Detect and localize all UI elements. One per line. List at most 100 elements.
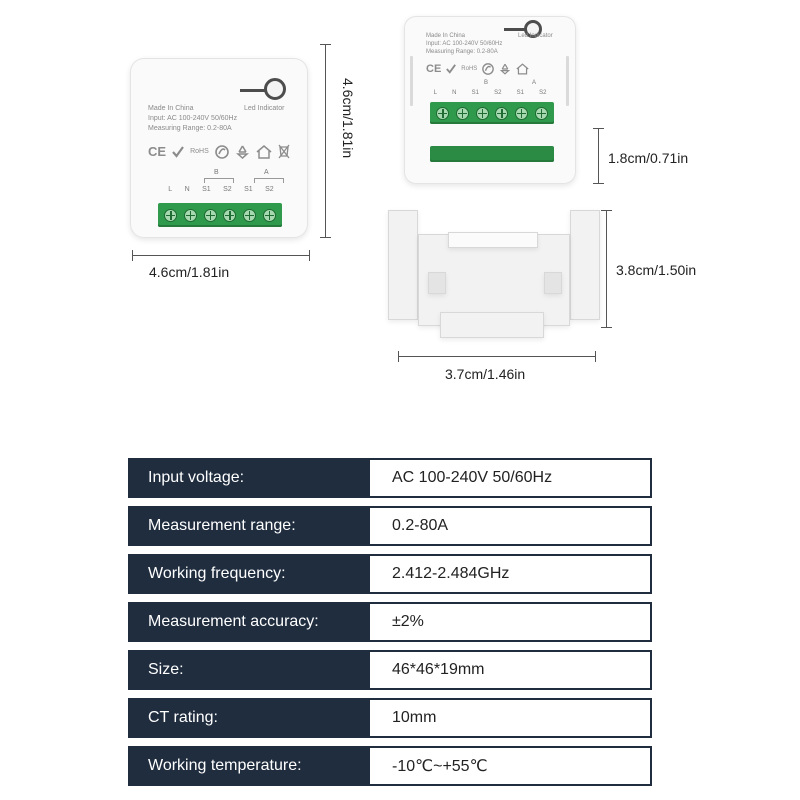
group-a-label: A [532, 80, 537, 86]
spec-value: -10℃~+55℃ [368, 746, 652, 786]
terminal-label-l: L [168, 186, 173, 193]
terminal-label-a-s2: S2 [539, 90, 547, 96]
terminal-labels: L N S1 S2 S1 S2 [162, 186, 280, 193]
clip-width-label: 3.7cm/1.46in [445, 366, 526, 382]
terminal-label-n: N [452, 90, 457, 96]
spec-row-measurement-accuracy: Measurement accuracy: ±2% [128, 602, 652, 642]
spec-row-working-frequency: Working frequency: 2.412-2.484GHz [128, 554, 652, 594]
clip-bottom-foot [440, 312, 544, 338]
terminal-screw [262, 208, 276, 222]
made-in-text: Made In China [426, 33, 466, 39]
weee-bin-icon [278, 144, 290, 159]
spec-label: Working temperature: [128, 746, 368, 786]
cert-icons: CE RoHS [148, 144, 290, 159]
terminal-labels: L N S1 S2 S1 S2 [426, 90, 554, 96]
rohs-mark: RoHS [461, 66, 478, 72]
clip-height-dimension-line [601, 210, 612, 328]
terminal-label-b-s2: S2 [223, 186, 232, 193]
spec-value: 0.2-80A [368, 506, 652, 546]
measuring-range-text: Measuring Range: 0.2-80A [426, 49, 498, 55]
input-text: Input: AC 100-240V 50/60Hz [426, 41, 503, 47]
terminal-screw [514, 106, 528, 120]
clip-height-label: 3.8cm/1.50in [616, 262, 697, 278]
green-dot-icon [482, 63, 495, 75]
made-in-text: Made In China [148, 105, 194, 112]
green-dot-icon [214, 144, 229, 159]
clip-left-arm [388, 210, 418, 320]
terminal-screw [203, 208, 217, 222]
spec-row-input-voltage: Input voltage: AC 100-240V 50/60Hz [128, 458, 652, 498]
group-b-label: B [484, 80, 489, 86]
clip-width-dimension-line [398, 351, 596, 362]
spec-value: 46*46*19mm [368, 650, 652, 690]
led-indicator-ring [264, 78, 286, 100]
side-thickness-label: 1.8cm/0.71in [608, 150, 689, 166]
terminal-label-a-s1: S1 [244, 186, 253, 193]
spec-label: Input voltage: [128, 458, 368, 498]
spec-row-measurement-range: Measurement range: 0.2-80A [128, 506, 652, 546]
group-a-bracket [254, 178, 284, 183]
device-front: Led Indicator Made In China Input: AC 10… [130, 58, 308, 238]
spec-table: Input voltage: AC 100-240V 50/60Hz Measu… [128, 458, 652, 794]
measuring-range-text: Measuring Range: 0.2-80A [148, 125, 232, 132]
ce-mark: CE [148, 143, 167, 159]
clip-top-rail [448, 232, 538, 248]
group-a-label: A [264, 169, 269, 176]
spec-value: 2.412-2.484GHz [368, 554, 652, 594]
spec-row-size: Size: 46*46*19mm [128, 650, 652, 690]
device-angled: Led Indicator Made In China Input: AC 10… [404, 16, 576, 184]
led-indicator-stem [240, 89, 266, 92]
terminal-label-b-s2: S2 [494, 90, 502, 96]
terminal-screw [436, 106, 450, 120]
terminal-screw [455, 106, 469, 120]
spec-value: AC 100-240V 50/60Hz [368, 458, 652, 498]
front-height-dimension-line [320, 44, 331, 238]
terminal-label-n: N [184, 186, 190, 193]
mounting-clip [388, 210, 600, 340]
front-width-label: 4.6cm/1.81in [149, 264, 230, 280]
check-icon [446, 64, 457, 74]
terminal-screw [475, 106, 489, 120]
terminal-screw [534, 106, 548, 120]
spec-label: Measurement accuracy: [128, 602, 368, 642]
terminal-block [158, 203, 282, 227]
terminal-screw [164, 208, 178, 222]
clip-slot [428, 272, 446, 294]
terminal-label-b-s1: S1 [471, 90, 479, 96]
terminal-label-a-s2: S2 [265, 186, 274, 193]
clip-right-arm [570, 210, 600, 320]
vent-slot [410, 56, 413, 106]
terminal-block [430, 102, 554, 124]
front-height-label: 4.6cm/1.81in [340, 78, 356, 159]
terminal-screw [223, 208, 237, 222]
terminal-screw [183, 208, 197, 222]
spec-label: Measurement range: [128, 506, 368, 546]
spec-row-working-temperature: Working temperature: -10℃~+55℃ [128, 746, 652, 786]
terminal-label-b-s1: S1 [202, 186, 211, 193]
input-text: Input: AC 100-240V 50/60Hz [148, 115, 238, 122]
terminal-label-a-s1: S1 [516, 90, 524, 96]
group-b-bracket [204, 178, 234, 183]
front-width-dimension-line [132, 250, 310, 261]
rohs-mark: RoHS [190, 147, 209, 155]
spec-value: ±2% [368, 602, 652, 642]
side-thickness-dimension-line [593, 128, 604, 184]
cert-icons: CE RoHS [426, 62, 529, 76]
ce-mark: CE [426, 63, 442, 75]
terminal-label-l: L [433, 90, 437, 96]
recycle-icon [499, 63, 511, 75]
spec-label: CT rating: [128, 698, 368, 738]
terminal-screw [242, 208, 256, 222]
spec-label: Size: [128, 650, 368, 690]
recycle-icon [235, 145, 250, 159]
home-icon [516, 63, 529, 75]
check-icon [172, 145, 184, 158]
spec-row-ct-rating: CT rating: 10mm [128, 698, 652, 738]
vent-slot [566, 56, 569, 106]
spec-value: 10mm [368, 698, 652, 738]
terminal-screw [495, 106, 509, 120]
led-indicator-label: Led Indicator [244, 105, 285, 112]
led-indicator-stem [504, 28, 526, 31]
led-indicator-label: Led Indicator [518, 33, 553, 39]
terminal-block-side [430, 146, 554, 162]
